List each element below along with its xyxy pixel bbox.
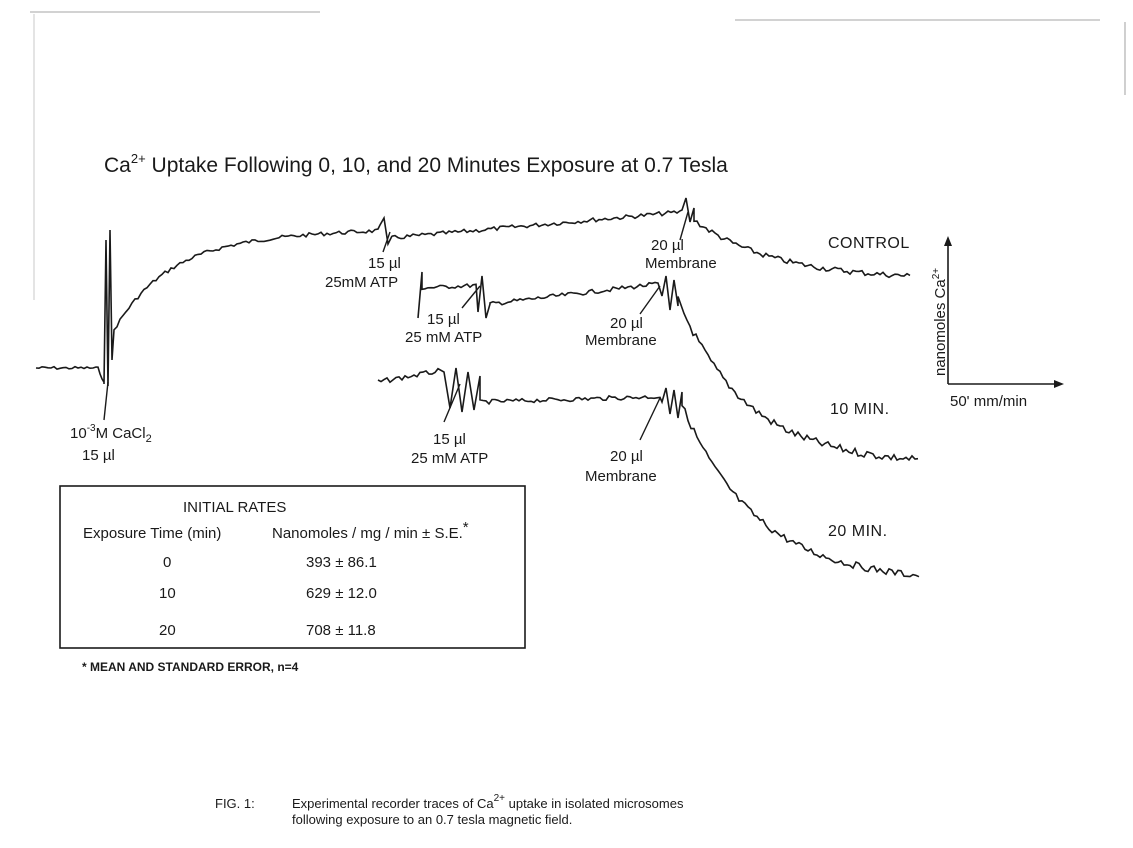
scan-artifacts [30,11,1126,300]
initial-rates-table: INITIAL RATES Exposure Time (min) Nanomo… [59,485,526,649]
trace-control [35,197,911,387]
arrow-control-atp [382,231,391,253]
table-header-rate: Nanomoles / mg / min ± S.E.* [272,519,469,542]
scale-bar: nanomoles Ca2+ 50' mm/min [931,236,1064,410]
annot-10-mem-1: 20 µl [610,315,643,332]
annot-20-mem-1: 20 µl [610,448,643,465]
y-scale-arrow [944,236,952,246]
table-border [59,485,526,649]
trace-label-10-min: 10 MIN. [830,401,890,418]
annot-control-mem-1: 20 µl [651,237,684,254]
annot-cacl-line1: 10-3M CaCl2 [70,423,152,445]
annot-10-mem-2: Membrane [585,332,657,349]
annot-control-atp-1: 15 µl [368,255,401,272]
annot-20-atp-2: 25 mM ATP [411,450,488,467]
chart-title: Ca2+ Uptake Following 0, 10, and 20 Minu… [104,151,728,177]
x-scale-label: 50' mm/min [950,393,1027,410]
table-header-time: Exposure Time (min) [83,525,221,542]
caption-label: FIG. 1: [215,796,255,811]
annot-10-atp-2: 25 mM ATP [405,329,482,346]
table-row-0-rate: 393 ± 86.1 [306,554,377,571]
table-title: INITIAL RATES [183,499,286,516]
table-row-2-rate: 708 ± 11.8 [306,622,376,639]
caption-line2: following exposure to an 0.7 tesla magne… [292,812,572,827]
annot-control-atp-2: 25mM ATP [325,274,398,291]
annot-20-atp-1: 15 µl [433,431,466,448]
table-row-1-time: 10 [159,585,176,602]
y-scale-label: nanomoles Ca2+ [931,268,949,376]
trace-10-min [417,271,919,462]
annot-10-atp-1: 15 µl [427,311,460,328]
arrow-10-atp [461,285,481,309]
trace-label-20-min: 20 MIN. [828,523,888,540]
annot-20-mem-2: Membrane [585,468,657,485]
annot-control-mem-2: Membrane [645,255,717,272]
footnote: * MEAN AND STANDARD ERROR, n=4 [82,660,299,674]
annotation-arrows [103,211,689,441]
arrow-cacl [103,381,109,421]
table-row-1-rate: 629 ± 12.0 [306,585,377,602]
table-row-2-time: 20 [159,622,176,639]
x-scale-arrow [1054,380,1064,388]
caption-line1: Experimental recorder traces of Ca2+ upt… [292,793,684,811]
arrow-control-membrane [679,211,689,241]
trace-20-min [377,367,920,578]
arrow-20-membrane [639,397,661,441]
figure-caption: FIG. 1: Experimental recorder traces of … [215,793,684,827]
annotations: 10-3M CaCl2 15 µl 15 µl 25mM ATP 20 µl M… [70,237,717,485]
arrow-20-atp [443,383,461,423]
table-row-0-time: 0 [163,554,171,571]
annot-cacl-line2: 15 µl [82,447,115,464]
arrow-10-membrane [639,285,661,315]
trace-label-control: CONTROL [828,235,910,252]
traces-group [35,197,920,578]
